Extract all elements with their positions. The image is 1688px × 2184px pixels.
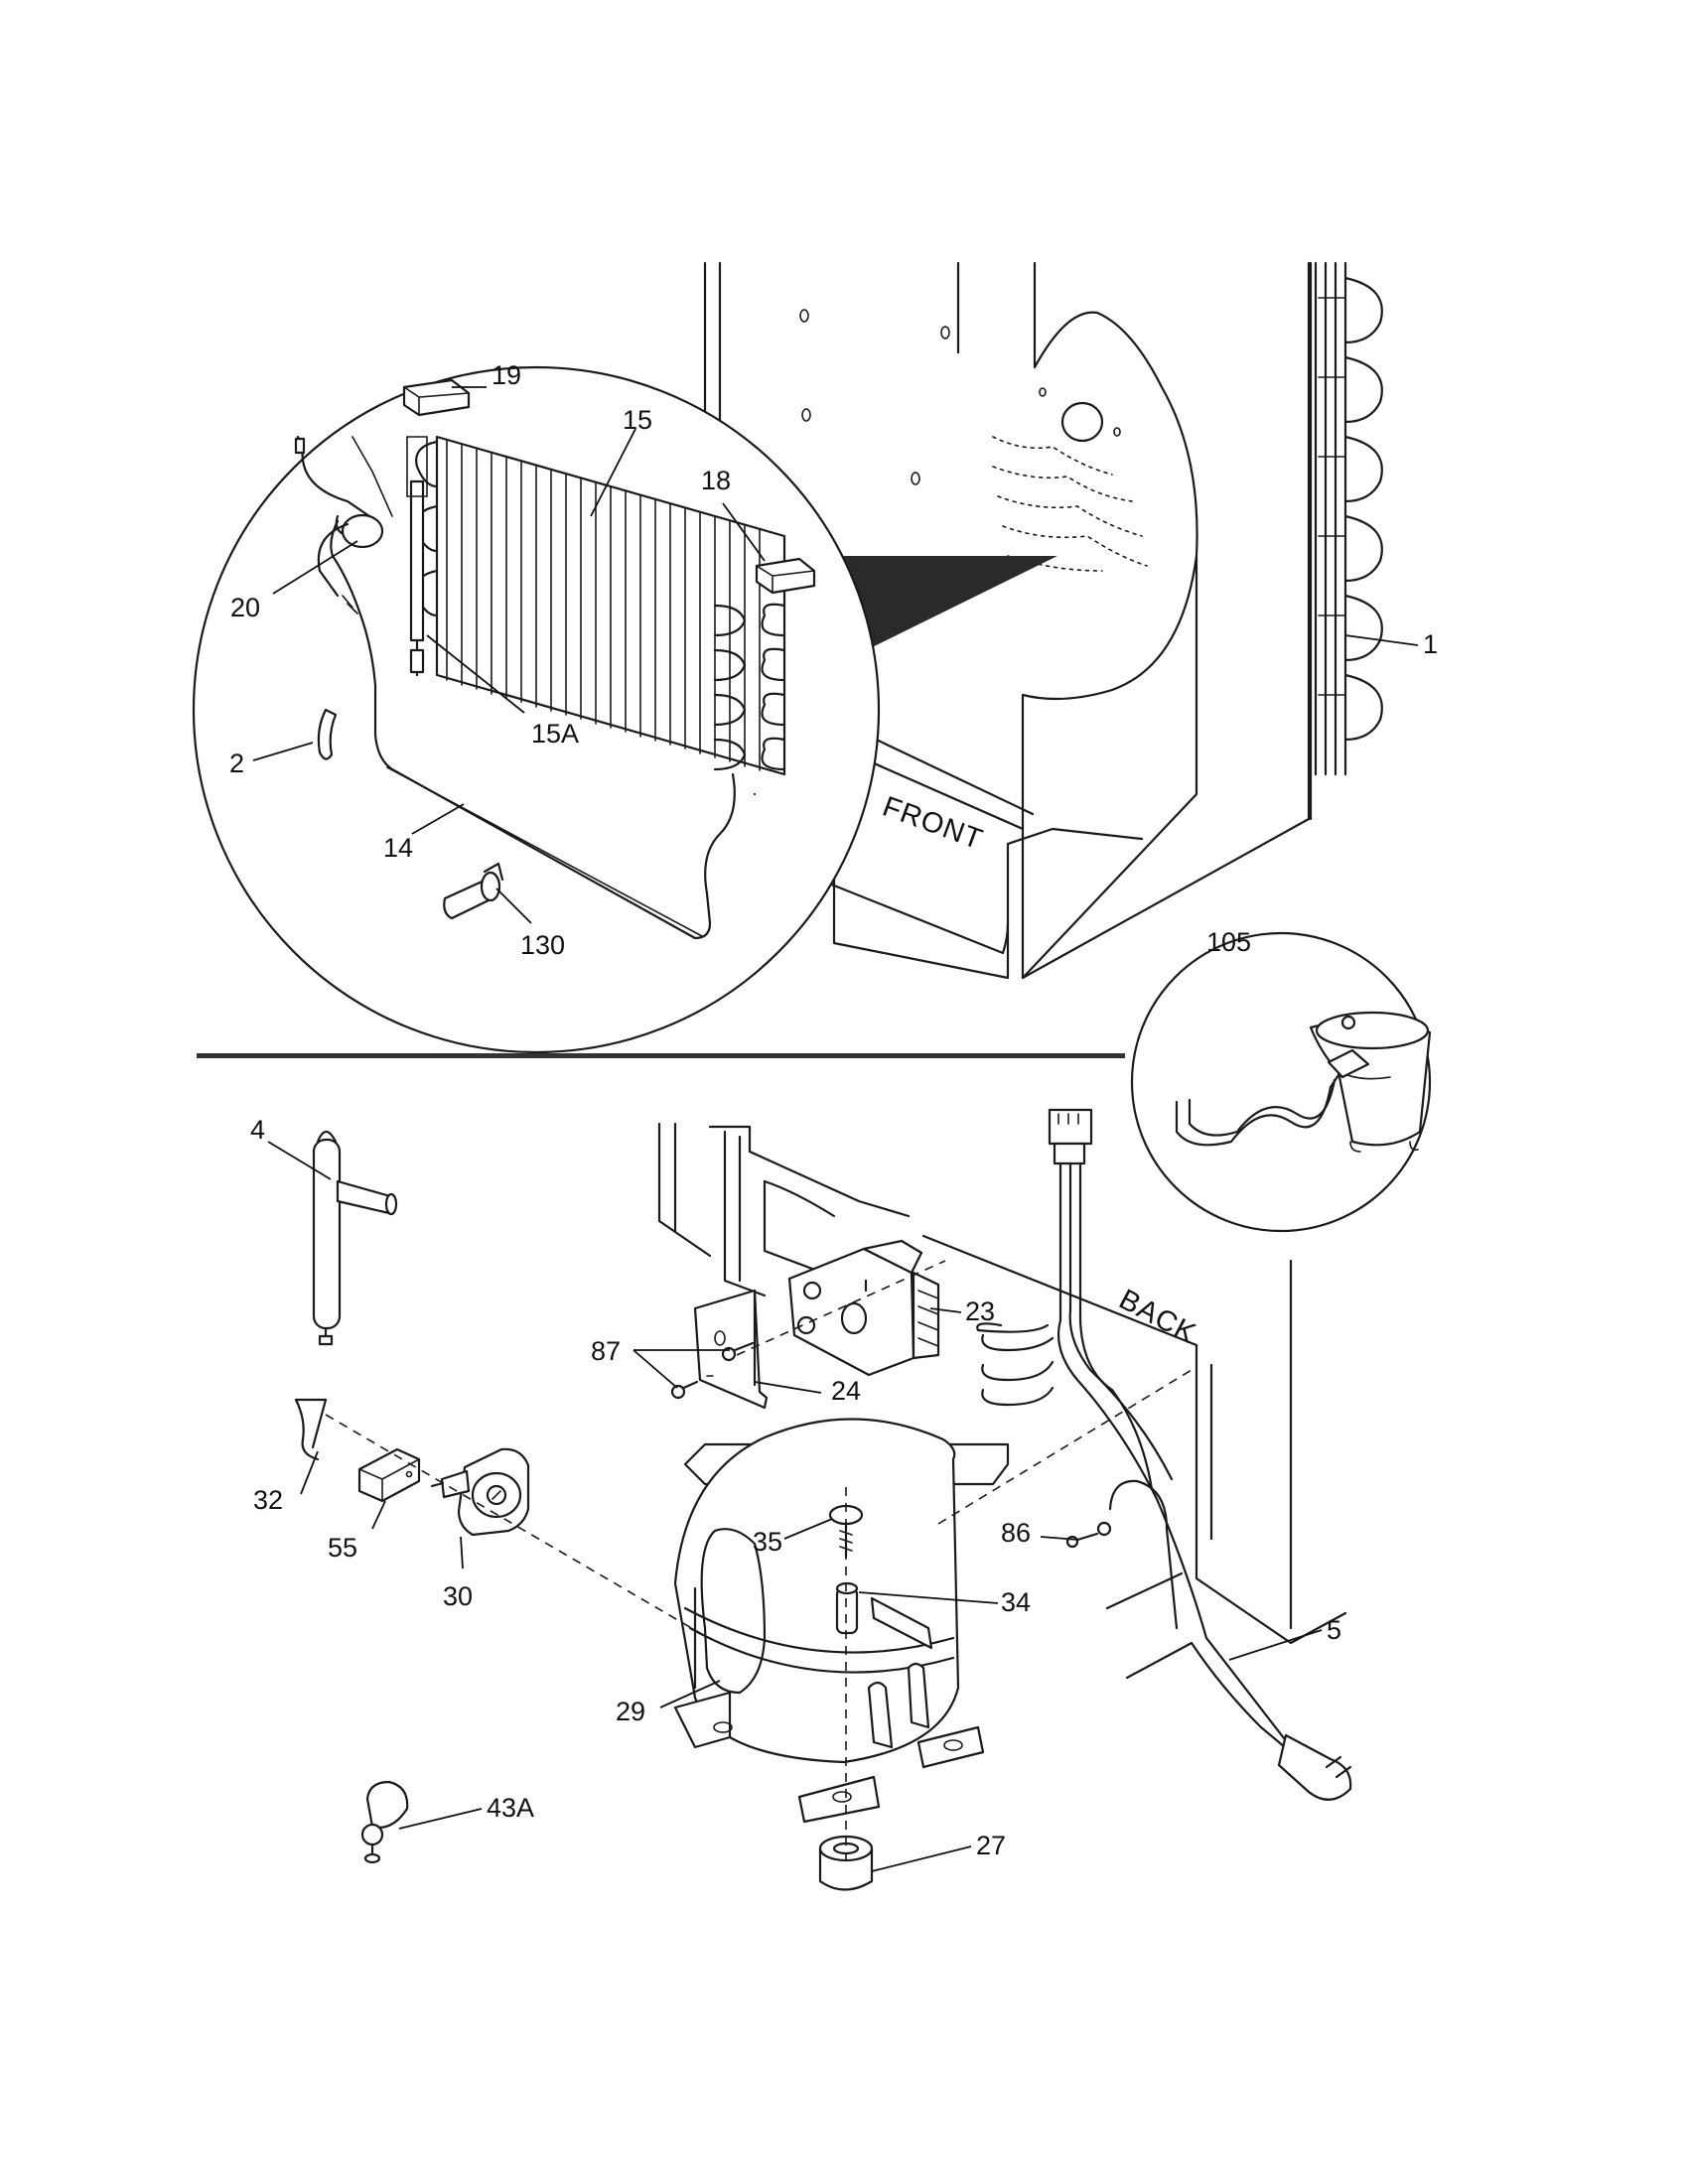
defrost-timer <box>787 1239 940 1377</box>
callout-18: 18 <box>701 466 731 495</box>
callout-30: 30 <box>443 1581 473 1611</box>
filter-drier <box>312 1130 398 1346</box>
ground-screw <box>1065 1521 1112 1549</box>
evaporator <box>415 435 786 796</box>
front-label: FRONT <box>879 791 987 857</box>
compressor <box>673 1418 1010 1824</box>
callout-29: 29 <box>616 1697 645 1726</box>
tubing-clamp <box>360 1780 409 1864</box>
callout-32: 32 <box>253 1485 283 1515</box>
callout-2: 2 <box>229 749 244 778</box>
callout-15: 15 <box>623 405 652 435</box>
overload-protector <box>357 1447 421 1503</box>
callout-14: 14 <box>383 833 413 863</box>
power-cord <box>1105 1479 1352 1801</box>
callout-55: 55 <box>328 1533 357 1563</box>
callout-1: 1 <box>1423 629 1438 659</box>
drain-tube <box>443 862 504 920</box>
back-label: BACK <box>1114 1284 1201 1350</box>
callout-105: 105 <box>1206 927 1251 957</box>
view-cone <box>839 556 1057 655</box>
thermostat-assembly <box>294 435 393 614</box>
drain-pan-detail-circle <box>1130 931 1432 1233</box>
section-separator <box>197 1053 1125 1058</box>
wire-harness <box>976 1108 1293 1749</box>
callout-20: 20 <box>230 593 260 622</box>
evaporator-cover-19 <box>402 378 471 417</box>
compressor-grommet <box>818 1835 874 1891</box>
callout-27: 27 <box>976 1831 1006 1860</box>
wire-clip <box>317 708 338 760</box>
lower-leaders <box>267 1141 1323 1872</box>
callout-15a: 15A <box>531 719 579 749</box>
evaporator-cover-18 <box>755 557 816 595</box>
callout-86: 86 <box>1001 1518 1031 1548</box>
defrost-heater <box>330 519 736 940</box>
callout-130: 130 <box>520 930 565 960</box>
defrost-sensor <box>406 436 428 677</box>
assembly-lines <box>325 1260 1193 1866</box>
callout-4: 4 <box>250 1115 265 1145</box>
upper-leaders <box>252 386 1419 924</box>
callout-35: 35 <box>753 1527 782 1557</box>
callout-19: 19 <box>492 360 521 390</box>
callout-24: 24 <box>831 1376 861 1406</box>
compressor-spacer <box>835 1581 859 1635</box>
callout-5: 5 <box>1327 1615 1341 1645</box>
callout-23: 23 <box>965 1297 995 1326</box>
callout-34: 34 <box>1001 1587 1031 1617</box>
callout-43a: 43A <box>487 1793 534 1823</box>
start-relay <box>430 1447 530 1537</box>
callout-87: 87 <box>591 1336 621 1366</box>
relay-cover <box>294 1398 328 1461</box>
condenser-coil <box>1314 261 1383 776</box>
timer-screws <box>670 1341 755 1400</box>
